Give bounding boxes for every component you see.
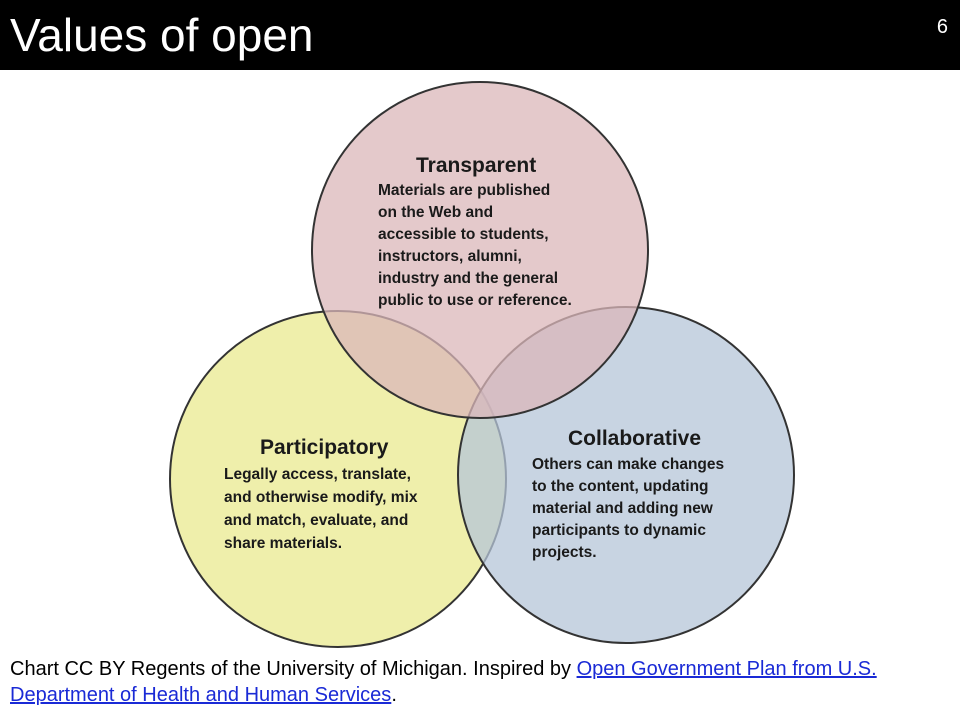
slide-number: 6 [936,16,948,38]
participatory-desc-line: and otherwise modify, mix [224,489,418,506]
transparent-heading: Transparent [416,154,536,177]
participatory-desc-line: and match, evaluate, and [224,512,408,529]
transparent-desc-line: industry and the general [378,270,558,287]
title-bar: Values of open 6 [0,0,960,70]
source-link[interactable]: Open Government Plan from U.S. Departmen… [10,658,877,706]
transparent-desc-line: instructors, alumni, [378,248,522,265]
transparent-desc-line: Materials are published [378,182,550,199]
collaborative-desc-line: material and adding new [532,500,714,517]
participatory-desc-line: share materials. [224,535,342,552]
transparent-desc-line: accessible to students, [378,226,549,243]
transparent-circle [311,81,649,419]
venn-diagram: Transparent Materials are published on t… [169,81,795,648]
transparent-desc-line: public to use or reference. [378,292,572,309]
collaborative-desc-line: to the content, updating [532,478,709,495]
attribution-caption: Chart CC BY Regents of the University of… [10,656,950,708]
caption-text: Chart CC BY Regents of the University of… [10,658,577,680]
collaborative-desc-line: participants to dynamic [532,522,706,539]
collaborative-desc-line: projects. [532,544,597,561]
participatory-desc-line: Legally access, translate, [224,466,411,483]
collaborative-heading: Collaborative [568,427,701,450]
venn-circles [169,81,795,648]
participatory-heading: Participatory [260,436,389,459]
slide-title: Values of open [10,9,314,61]
collaborative-desc-line: Others can make changes [532,456,724,473]
transparent-desc-line: on the Web and [378,204,493,221]
caption-suffix: . [391,684,397,706]
